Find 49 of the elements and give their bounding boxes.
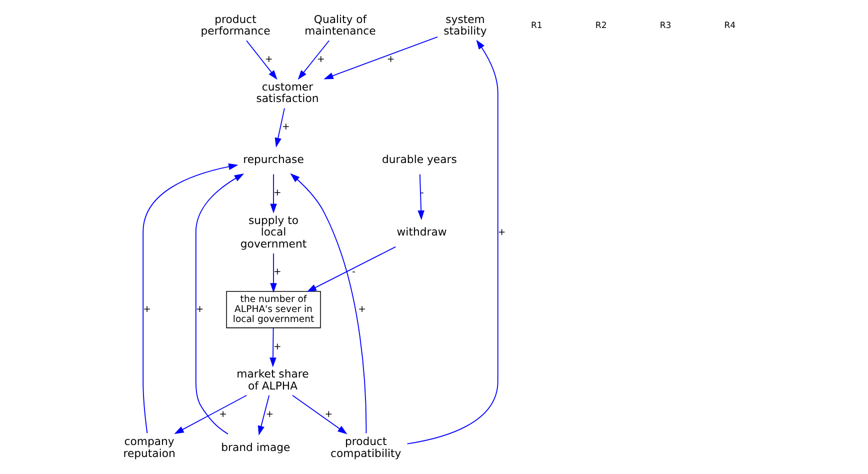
node-text: durable years (382, 153, 457, 166)
edge-label: + (266, 408, 274, 420)
arrow (418, 174, 424, 220)
edge-label: + (386, 54, 395, 66)
node-text: repurchase (243, 153, 304, 166)
arrow (306, 246, 396, 292)
edge-label: + (274, 266, 282, 278)
arrow (270, 253, 277, 293)
label: R2 (595, 21, 607, 32)
edge-label: - (420, 188, 424, 199)
edge-label: + (282, 122, 290, 133)
arrow (406, 40, 498, 444)
node-text: product compatibility (330, 435, 402, 460)
edge-label: + (274, 341, 282, 352)
edge-label: + (264, 54, 273, 66)
arrow (195, 174, 244, 435)
node-text: withdraw (396, 226, 447, 239)
arrow (270, 174, 277, 214)
arrow (270, 327, 276, 368)
label: R3 (660, 21, 672, 32)
node-text: system stability (444, 12, 487, 38)
arrow (142, 163, 238, 434)
edge-label: + (274, 188, 282, 199)
label: R1 (530, 21, 542, 32)
edge-label: + (196, 304, 204, 315)
arrow (290, 173, 367, 434)
edge-label: + (143, 304, 151, 315)
node-box: the number of ALPHA's sever in local government (226, 290, 321, 328)
node-text: Quality of maintenance (304, 12, 376, 38)
edge-label: + (498, 227, 506, 238)
edge-label: + (324, 408, 333, 420)
node-text: market share of ALPHA (236, 368, 309, 392)
arrow (258, 394, 270, 436)
arrow (274, 108, 285, 148)
node-text: brand image (221, 441, 290, 454)
node-text: product performance (200, 12, 270, 38)
node-text: supply to local government (240, 214, 307, 250)
node-text: company reputaion (123, 435, 176, 460)
edge-label: + (219, 408, 227, 420)
edge-label: + (358, 304, 366, 315)
edge-label: + (316, 54, 325, 66)
node-text: customer satisfaction (256, 80, 319, 106)
arrow (324, 36, 438, 80)
arrow (174, 394, 248, 434)
arrow (292, 394, 348, 434)
label: R4 (724, 21, 736, 32)
arrow (246, 40, 278, 80)
arrow (298, 40, 330, 80)
edge-label: - (352, 266, 356, 278)
